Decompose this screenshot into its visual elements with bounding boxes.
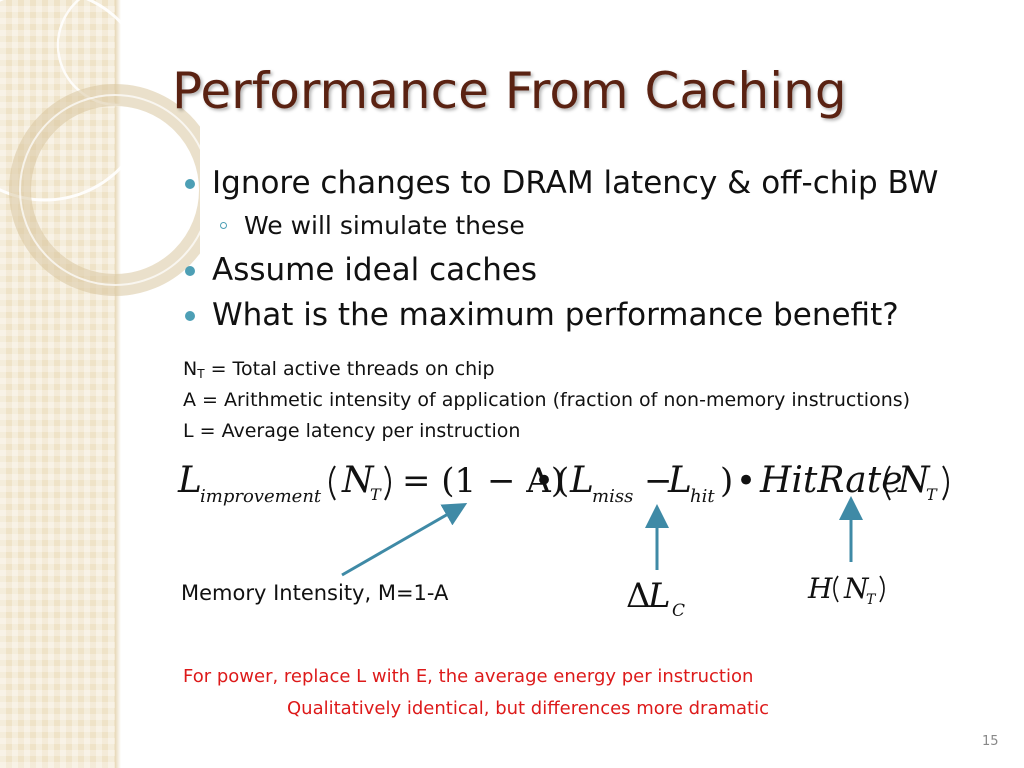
formula-dot-1: • <box>534 461 554 501</box>
formula-graphic: L improvement N T = (1 − A) • ( L miss −… <box>177 460 949 621</box>
bullet-dot-icon <box>185 179 195 189</box>
h-letter: H <box>807 572 833 605</box>
bullet-item: Ignore changes to DRAM latency & off-chi… <box>185 165 939 201</box>
nt-definition-text: = Total active threads on chip <box>204 358 495 380</box>
decorative-circles <box>0 0 200 296</box>
band-edge <box>115 0 121 768</box>
formula-close-paren: ) <box>720 461 733 501</box>
h-t-sub: T <box>866 592 877 608</box>
memory-intensity-label: Memory Intensity, M=1-A <box>181 581 449 605</box>
formula-n1: N <box>341 460 375 501</box>
sub-bullet-item: We will simulate these <box>220 211 525 240</box>
formula-miss-sub: miss <box>592 486 633 507</box>
formula-hit-sub: hit <box>690 486 715 507</box>
formula-open-paren: ( <box>556 461 569 501</box>
bullet-text: Ignore changes to DRAM latency & off-chi… <box>212 165 939 201</box>
h-n-letter: N <box>843 572 870 605</box>
formula-l-hit: L <box>667 460 692 501</box>
formula-l: L <box>177 460 202 501</box>
page-number: 15 <box>982 734 999 749</box>
bullet-item: What is the maximum performance benefit? <box>185 297 899 333</box>
bullet-dot-icon <box>185 311 195 321</box>
qualitative-note: Qualitatively identical, but differences… <box>287 698 769 719</box>
formula-t-sub-2: T <box>926 485 938 504</box>
bullet-dot-icon <box>185 266 195 276</box>
formula-one-minus-a: = (1 − A) <box>402 461 564 501</box>
bullet-item: Assume ideal caches <box>185 252 538 288</box>
nt-symbol: N <box>183 358 198 380</box>
delta-symbol: Δ <box>626 576 651 616</box>
bullet-text: Assume ideal caches <box>212 252 538 288</box>
formula-hitrate: HitRate <box>759 460 903 501</box>
formula-t-sub-1: T <box>370 485 382 504</box>
formula-dot-2: • <box>736 461 756 501</box>
bullet-ring-icon <box>220 222 227 229</box>
formula-n2: N <box>897 460 931 501</box>
sub-bullet-text: We will simulate these <box>244 211 525 240</box>
arrow-memory-intensity <box>341 503 468 577</box>
slide-title: Performance From Caching <box>172 62 847 120</box>
power-note: For power, replace L with E, the average… <box>183 666 754 687</box>
nt-subscript: T <box>197 367 205 381</box>
delta-c-sub: C <box>672 601 685 621</box>
formula-minus: − <box>644 461 673 501</box>
formula-l-miss: L <box>569 460 594 501</box>
definition-nt: NT = Total active threads on chip <box>183 358 495 381</box>
delta-l: L <box>647 576 671 616</box>
formula-improvement-sub: improvement <box>200 486 322 507</box>
definition-l: L = Average latency per instruction <box>183 420 521 442</box>
bullet-text: What is the maximum performance benefit? <box>212 297 899 333</box>
definition-a: A = Arithmetic intensity of application … <box>183 389 911 411</box>
